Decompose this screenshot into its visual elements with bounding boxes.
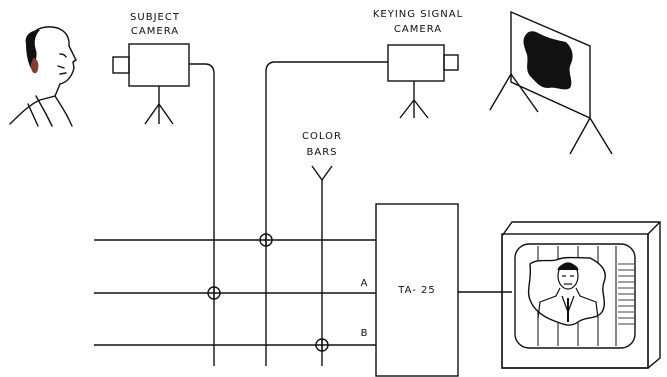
color-bars-label-line1: COLOR — [302, 131, 342, 142]
unit-label: TA- 25 — [398, 285, 436, 296]
subject-camera — [112, 43, 190, 125]
subject-camera-label-line1: SUBJECT — [130, 12, 180, 23]
keying-camera-label-line1: KEYING SIGNAL — [372, 9, 464, 20]
keying-camera-label-line2: CAMERA — [393, 24, 443, 35]
ta25-unit-box — [375, 203, 459, 377]
screen-right-hatch — [618, 263, 634, 325]
subject-camera-label-line2: CAMERA — [130, 26, 180, 37]
monitor — [501, 221, 661, 369]
key-shape — [523, 31, 573, 90]
input-a-label: A — [360, 278, 368, 289]
keying-signal-camera — [387, 44, 459, 119]
screen-man-figure — [537, 262, 599, 322]
wiring — [94, 61, 512, 366]
keying-easel — [489, 10, 613, 155]
color-bars-label-line2: BARS — [306, 147, 338, 158]
input-b-label: B — [360, 328, 368, 339]
color-bars-source — [311, 165, 333, 181]
subject-hair — [25, 30, 40, 74]
subject-person-drawing — [9, 26, 77, 127]
screen-key-shape — [527, 256, 606, 326]
